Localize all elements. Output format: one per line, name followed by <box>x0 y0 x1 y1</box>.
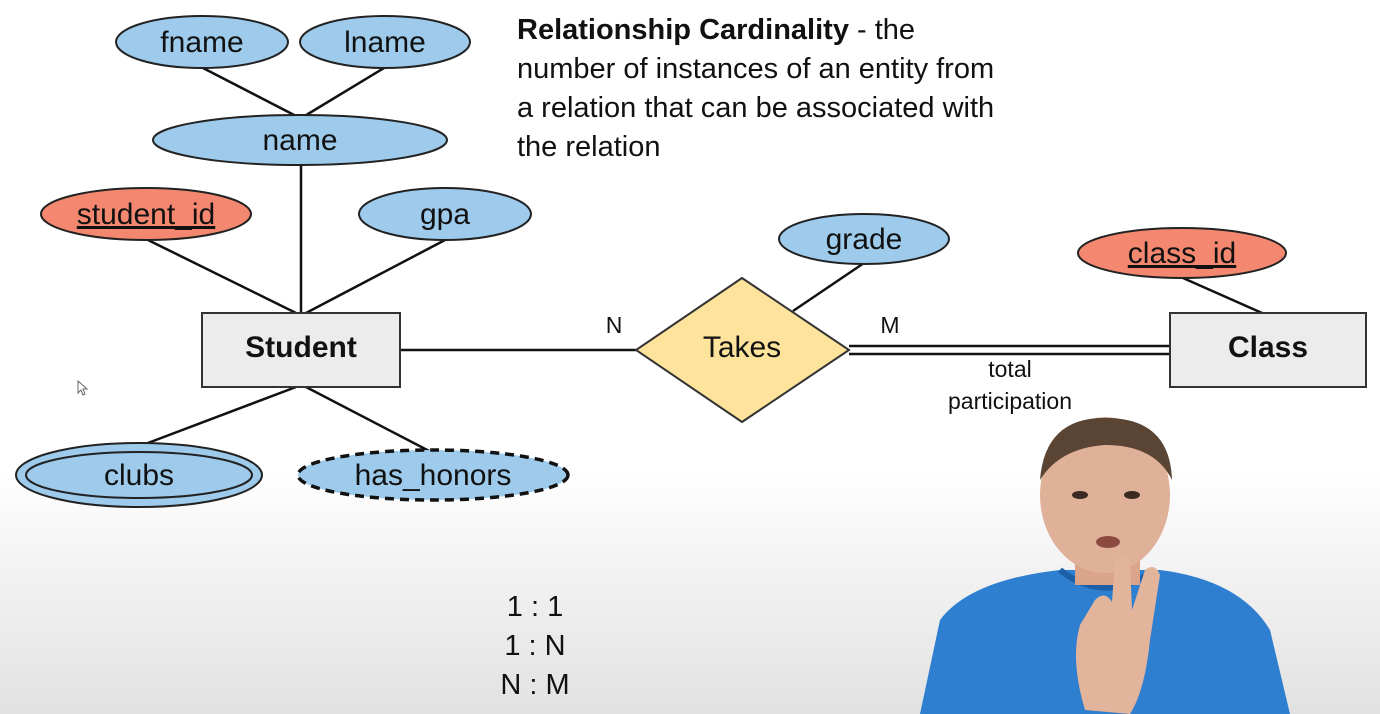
attribute-clubs-label: clubs <box>104 459 174 492</box>
attribute-gpa: gpa <box>358 187 532 241</box>
total-participation-line1: total <box>988 356 1031 382</box>
definition-body: the number of instances of an entity fro… <box>517 14 995 163</box>
definition-title: Relationship Cardinality <box>517 14 849 46</box>
presenter-hand <box>1076 555 1160 714</box>
attribute-clubs-multivalued: clubs <box>15 442 263 508</box>
line-takes-grade <box>792 261 865 313</box>
attribute-class-id: class_id <box>1077 227 1287 279</box>
presenter-eye-right <box>1124 491 1140 499</box>
mouse-cursor-icon <box>77 380 89 396</box>
cardinality-type-many-to-many: N : M <box>500 669 570 701</box>
definition-dash: - <box>848 14 875 46</box>
attribute-name-label: name <box>262 124 337 157</box>
connector-lines <box>139 66 1263 455</box>
line-fname-name <box>202 66 299 119</box>
attribute-class-id-label: class_id <box>1128 237 1236 270</box>
attribute-gpa-label: gpa <box>420 198 470 231</box>
attribute-has-honors-label: has_honors <box>355 459 512 492</box>
line-lname-name <box>302 66 385 119</box>
entity-class-label: Class <box>1228 331 1308 364</box>
relationship-takes: Takes <box>634 276 851 424</box>
cardinality-type-one-to-many: 1 : N <box>504 630 566 662</box>
attribute-lname: lname <box>299 15 471 69</box>
attribute-student-id: student_id <box>40 187 252 241</box>
attribute-student-id-label: student_id <box>77 198 215 231</box>
relationship-cardinality-definition: Relationship Cardinality - the number of… <box>517 11 1017 167</box>
line-gpa-student <box>305 238 446 315</box>
total-participation-line2: participation <box>948 388 1072 414</box>
attribute-lname-label: lname <box>344 26 426 59</box>
attribute-has-honors-derived: has_honors <box>296 448 570 502</box>
line-studentid-student <box>147 238 297 315</box>
cardinality-type-one-to-one: 1 : 1 <box>506 591 564 623</box>
relationship-takes-label: Takes <box>703 331 781 364</box>
cardinality-types-list: 1 : 1 1 : N N : M <box>470 588 600 705</box>
line-student-clubs <box>139 385 297 448</box>
presenter-head <box>1040 417 1170 573</box>
presenter-mouth <box>1096 536 1120 548</box>
attribute-grade-label: grade <box>826 223 903 256</box>
line-classid-class <box>1182 276 1263 315</box>
entity-student-label: Student <box>245 331 357 364</box>
cardinality-m-label: M <box>880 312 899 338</box>
attribute-fname-label: fname <box>160 26 243 59</box>
attribute-grade: grade <box>778 213 950 265</box>
presenter-hair <box>1040 417 1172 480</box>
presenter-eye-left <box>1072 491 1088 499</box>
cardinality-n-label: N <box>606 312 623 338</box>
presenter-webcam-overlay <box>920 417 1290 714</box>
entity-student: Student <box>201 312 401 388</box>
attribute-fname: fname <box>115 15 289 69</box>
entity-class: Class <box>1169 312 1367 388</box>
attribute-name: name <box>152 114 448 166</box>
line-student-hashonors <box>305 385 434 455</box>
